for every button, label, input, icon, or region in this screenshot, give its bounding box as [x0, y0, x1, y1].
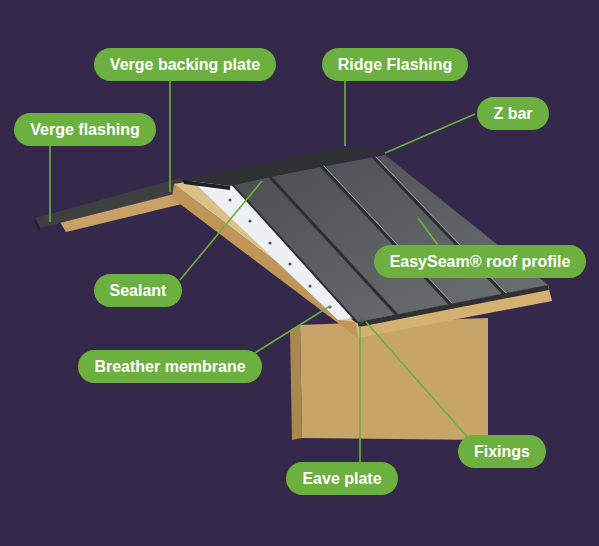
verge-flashing [35, 178, 190, 228]
label-pill: Sealant [94, 274, 183, 307]
joist [300, 318, 488, 440]
label-pill: EasySeam® roof profile [374, 245, 587, 278]
part-label: Ridge Flashing [338, 57, 453, 73]
standing-seams [232, 157, 506, 322]
verge-flashing-edge [35, 218, 40, 232]
label-pill: Fixings [458, 435, 546, 468]
part-label: Fixings [474, 444, 530, 460]
label-pill: Verge backing plate [94, 48, 276, 81]
label-pill: Z bar [477, 97, 548, 130]
label-pill: Eave plate [286, 462, 397, 495]
label-pill: Ridge Flashing [322, 48, 469, 81]
part-label: Verge flashing [30, 122, 139, 138]
joist-side [290, 325, 302, 440]
part-label: Eave plate [302, 471, 381, 487]
ridge-flashing [183, 148, 392, 186]
label-pill: Verge flashing [14, 113, 155, 146]
fixings [228, 198, 363, 322]
part-label: Z bar [493, 106, 532, 122]
eave-plate [357, 285, 549, 327]
ridge-flashing-edge [183, 180, 230, 190]
label-pill: Breather membrane [78, 350, 261, 383]
part-label: Verge backing plate [110, 57, 260, 73]
part-label: Breather membrane [94, 359, 245, 375]
part-label: Sealant [110, 283, 167, 299]
part-label: EasySeam® roof profile [390, 254, 571, 270]
